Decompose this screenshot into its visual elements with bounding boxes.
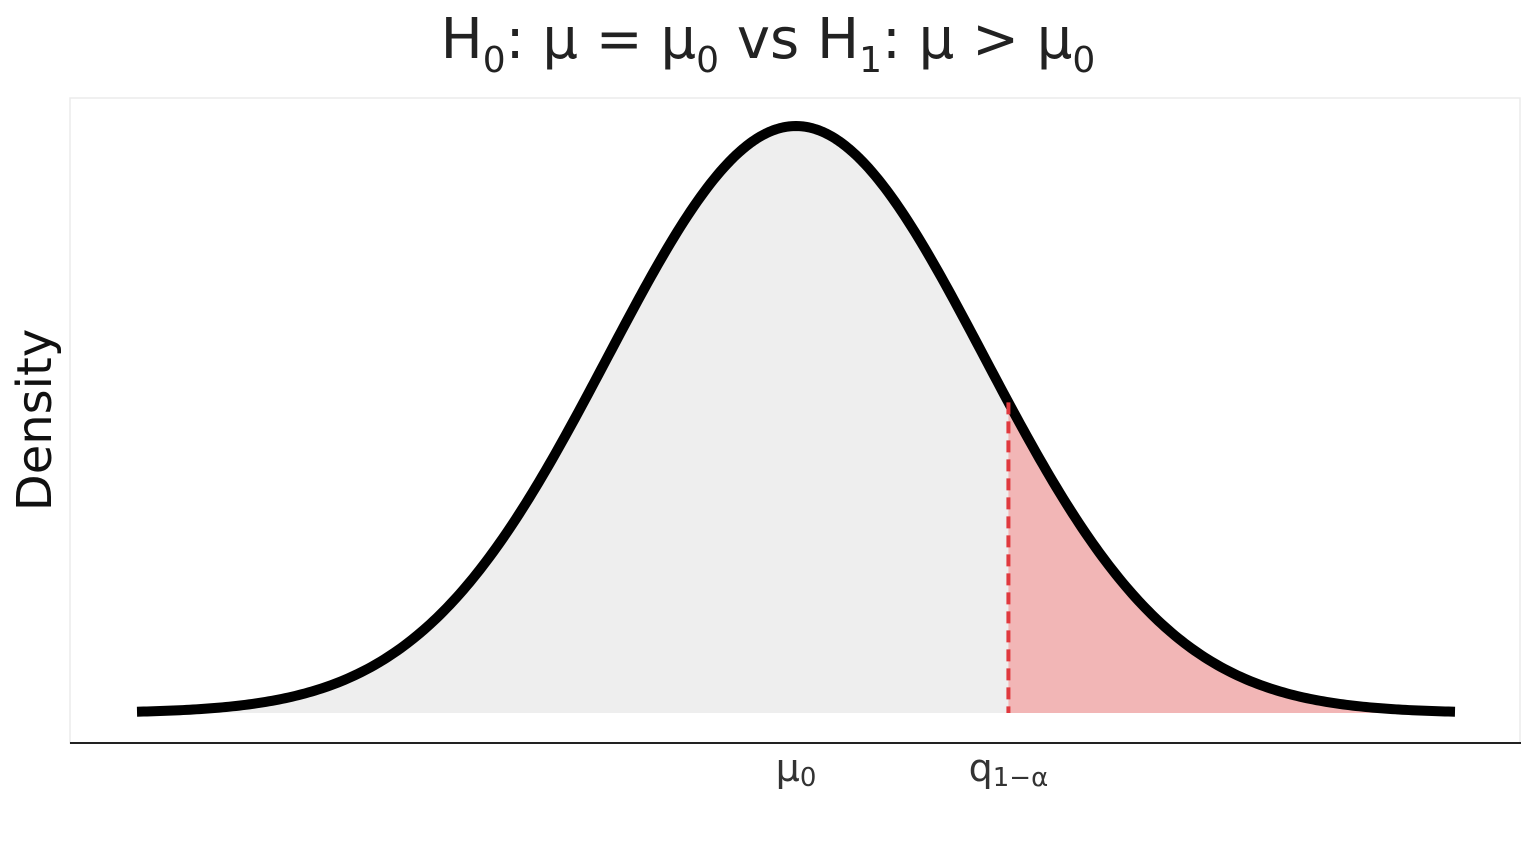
density-curve [135, 121, 1457, 717]
title-h0: H [440, 7, 483, 72]
x-tick-label-2: q1−α [969, 746, 1049, 793]
chart-title: H0: μ = μ0 vs H1: μ > μ0 [0, 4, 1536, 79]
title-null-hypothesis: : μ = μ [505, 7, 697, 72]
title-h0-subscript: 0 [482, 40, 506, 81]
title-vs: vs [719, 7, 817, 72]
rejection-region-area [1008, 402, 1455, 713]
title-mu0-subscript-2: 0 [1072, 40, 1096, 81]
title-alt-hypothesis: : μ > μ [881, 7, 1073, 72]
acceptance-region-area [137, 126, 1009, 713]
title-h1-subscript: 1 [859, 40, 882, 81]
x-tick-label-1: μ0 [776, 746, 817, 793]
title-mu0-subscript: 0 [696, 40, 720, 81]
title-h1: H [816, 7, 860, 72]
x-tick-labels: μ0 q1−α [776, 746, 1049, 793]
